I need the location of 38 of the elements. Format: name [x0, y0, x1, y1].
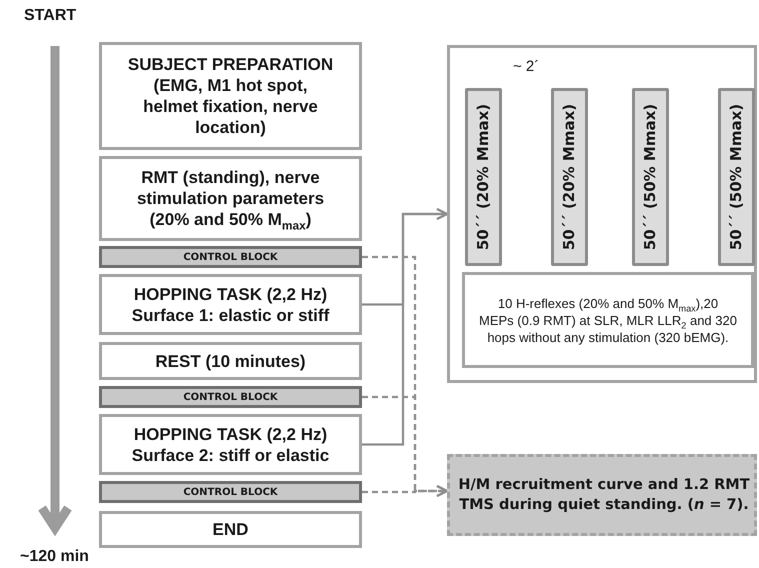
connector-arrow: [362, 208, 448, 446]
node-text: Surface 1: elastic or stiff: [132, 304, 330, 326]
control-block-bar: [99, 481, 362, 503]
node-text: END: [212, 519, 248, 540]
node-text: 50´´ (50% Mmax): [728, 104, 746, 250]
step-heading: HOPPING TASK (2,2 Hz): [134, 284, 328, 304]
step-box: [99, 42, 362, 150]
start-label: START: [24, 7, 76, 25]
stimulation-bar: [632, 88, 669, 266]
control-block-bar: [99, 386, 362, 408]
step-box: [99, 156, 362, 241]
node-text: CONTROL BLOCK: [183, 252, 278, 262]
stimulation-bar: [718, 88, 755, 266]
control-block-bar: [99, 246, 362, 268]
stimulation-bar: [551, 88, 588, 266]
node-text: 10 H-reflexes (20% and 50% M$_{max}$),20 MEPs (0.9 RMT) at SLR, MLR LLR$_{2}$ and 320 hops without any stimulation (320 bEMG).: [479, 294, 737, 346]
end-time-label: ~120 min: [20, 548, 89, 566]
node-text: 50´´ (20% Mmax): [560, 104, 578, 250]
node-text: REST (10 minutes): [155, 350, 306, 372]
duration-label: ~ 2´: [513, 58, 540, 75]
step-heading: HOPPING TASK (2,2 Hz): [134, 424, 328, 444]
node-text: CONTROL BLOCK: [183, 486, 278, 498]
step-box: [99, 414, 362, 475]
dashed-info-box: [447, 454, 757, 536]
step-box: [99, 342, 362, 380]
node-text: SUBJECT PREPARATION (EMG, M1 hot spot, helmet fixation, nerve location): [126, 54, 334, 138]
node-text: CONTROL BLOCK: [183, 392, 278, 402]
stimulation-bar: [465, 88, 502, 266]
step-box: [99, 511, 362, 548]
node-text: 50´´ (50% Mmax): [642, 104, 660, 250]
connector-arrow: [362, 484, 448, 498]
step-box: [99, 274, 362, 335]
node-text: Surface 2: stiff or elastic: [132, 444, 330, 466]
panel-frame: [447, 45, 757, 383]
node-text: RMT (standing), nerve stimulation parameters (20% and 50% M$_{max}$): [136, 167, 326, 230]
description-box: [462, 272, 754, 368]
node-text: H/M recruitment curve and 1.2 RMT TMS during quiet standing. (n = 7).: [457, 476, 751, 515]
node-text: 50´´ (20% Mmax): [474, 104, 492, 250]
